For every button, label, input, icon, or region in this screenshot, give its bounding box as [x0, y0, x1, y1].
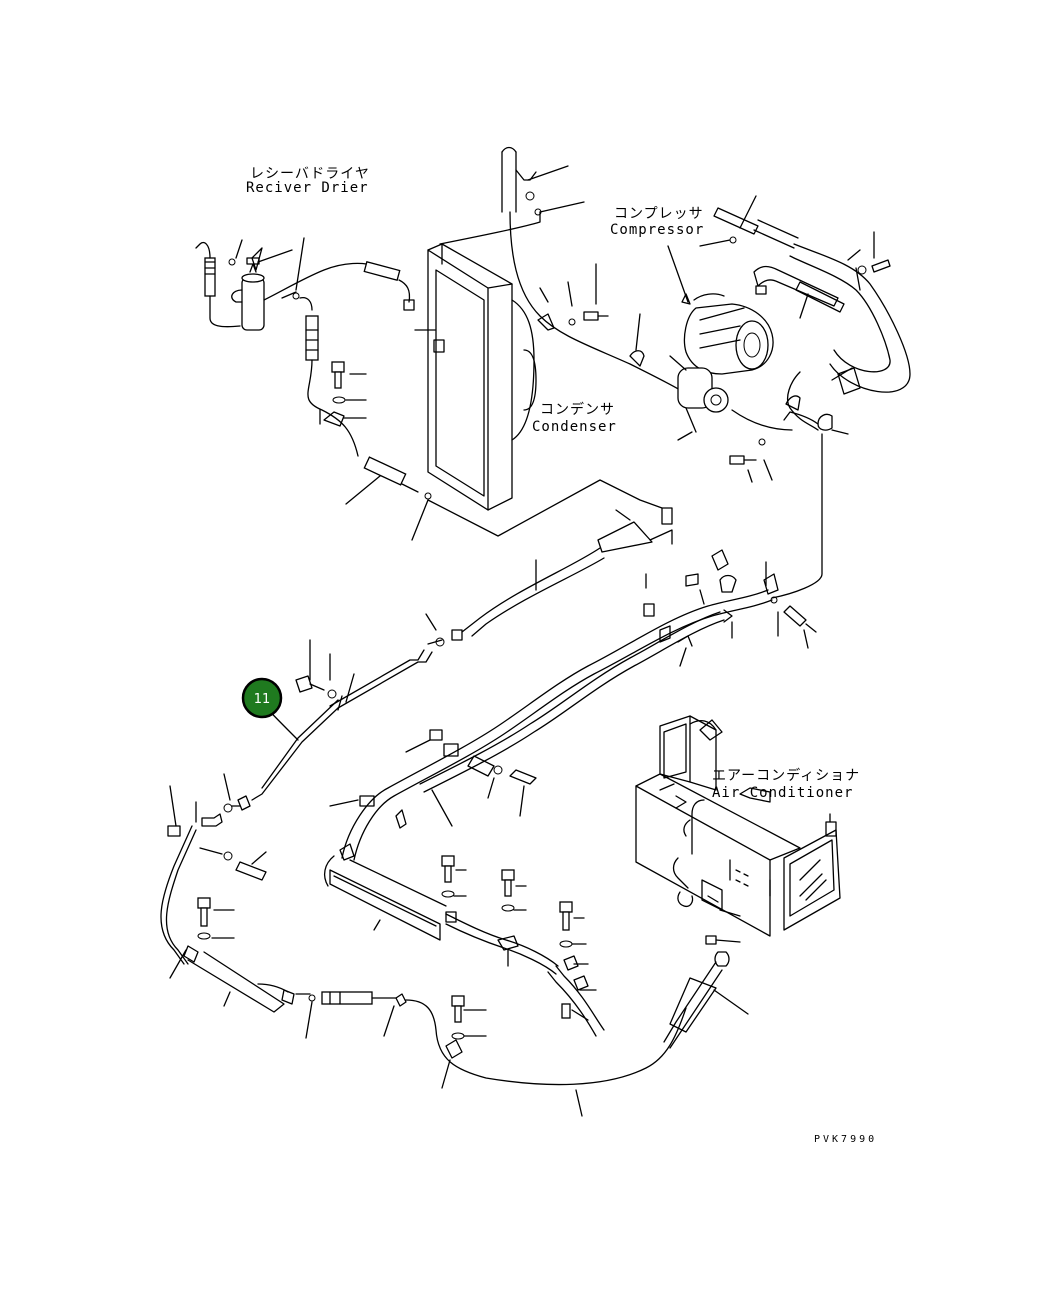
condenser [414, 201, 609, 511]
receiver-drier [195, 239, 293, 331]
discharge-hose [501, 146, 681, 391]
condenser-label-ja: コンデンサ [540, 401, 615, 418]
compressor-label-ja: コンプレッサ [614, 206, 704, 222]
lower-bracket [323, 843, 605, 1089]
suction-hose [341, 549, 817, 861]
air-conditioner-label-ja: エアーコンディショナ [712, 767, 860, 784]
drawing-code: PVK7990 [814, 1134, 877, 1145]
receiver-drier-label-en: Reciver Drier [246, 180, 369, 196]
receiver-drier-label-ja: レシーバドライヤ [250, 166, 370, 182]
air-conditioner-label-en: Air Conditioner [712, 785, 853, 801]
air-conditioner-unit [635, 715, 841, 1049]
receiver-hose [263, 237, 432, 541]
bolt-set-2 [441, 855, 589, 1117]
callout-number: 11 [254, 692, 271, 707]
compressor-label-en: Compressor [610, 222, 704, 238]
bolt-set-1 [319, 361, 367, 427]
hose-lower [329, 611, 725, 829]
compressor-hoses [699, 195, 911, 599]
liquid-hose [231, 479, 673, 811]
callout-badge[interactable]: 11 [241, 677, 283, 719]
condenser-label-en: Condenser [532, 419, 617, 435]
compressor [629, 245, 793, 483]
lower-left-fittings [160, 773, 687, 1086]
